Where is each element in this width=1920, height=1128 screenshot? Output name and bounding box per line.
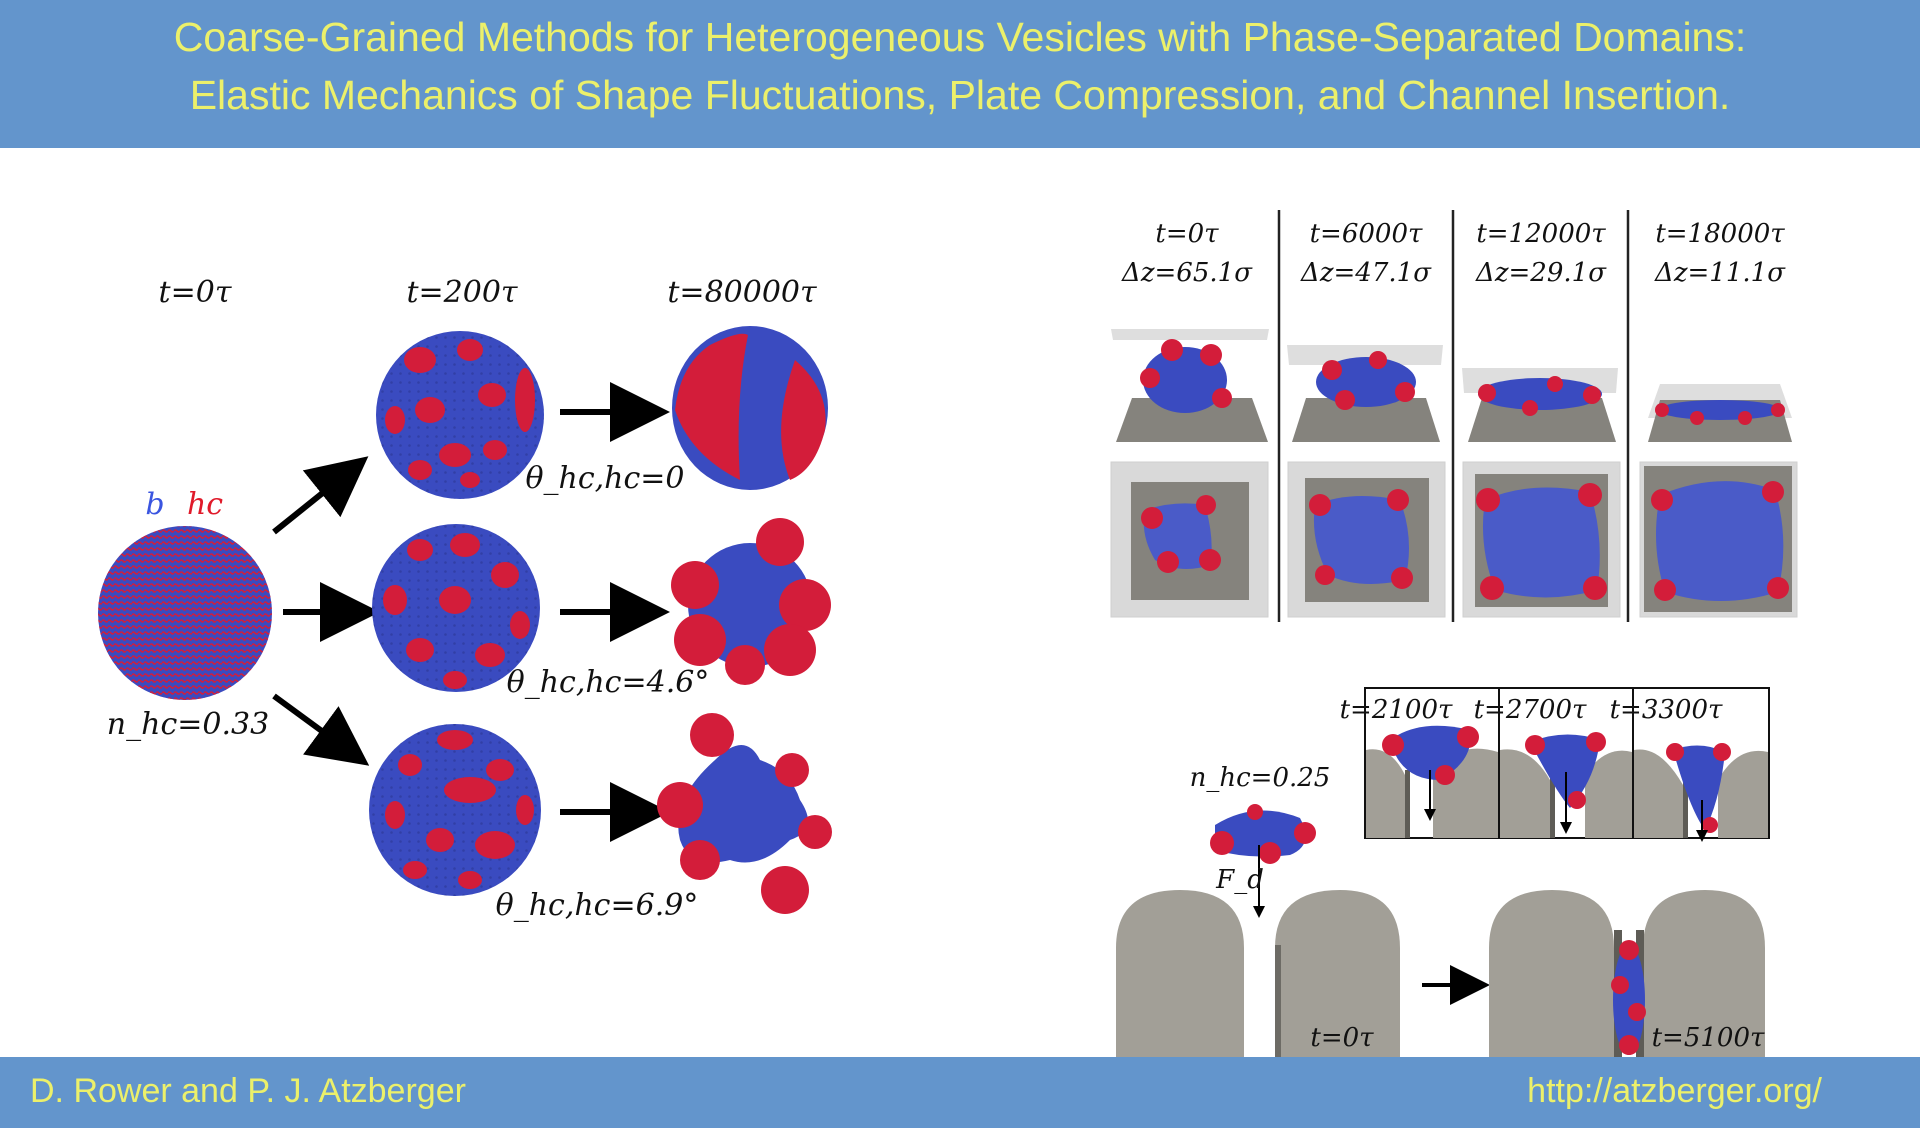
footer-authors: D. Rower and P. J. Atzberger (30, 1072, 466, 1110)
arrow-branch-down (272, 693, 370, 766)
channel-start-time: t=0τ (1310, 1023, 1374, 1053)
legend-hc-label: hc (187, 487, 223, 522)
initial-vesicle (98, 526, 272, 700)
title-line-1: Coarse-Grained Methods for Heterogeneous… (173, 14, 1747, 60)
compression-time-2: t=12000τ (1476, 219, 1606, 249)
compression-dz-1: Δz=47.1σ (1300, 258, 1432, 288)
theta-label-row1: θ_hc,hc=0 (525, 461, 684, 496)
title-line-2: Elastic Mechanics of Shape Fluctuations,… (189, 72, 1731, 118)
arrow-branch-up (272, 456, 369, 535)
inset-time-1: t=2700τ (1474, 695, 1587, 725)
channel-inset-panel (1364, 687, 1770, 842)
vesicle-row1-mid (376, 331, 544, 499)
compression-dz-0: Δz=65.1σ (1121, 258, 1253, 288)
compression-panel: t=0τ Δz=65.1σ t=6000τ Δz=47.1σ t=12000τ … (1110, 210, 1798, 622)
inset-time-2: t=3300τ (1610, 695, 1723, 725)
channel-main-scene (1116, 804, 1765, 1057)
time-label-mid: t=200τ (406, 275, 517, 310)
force-label: F_d (1215, 865, 1264, 895)
channel-end-time: t=5100τ (1652, 1023, 1765, 1053)
compression-time-0: t=0τ (1155, 219, 1219, 249)
time-label-initial: t=0τ (159, 275, 232, 310)
compression-dz-2: Δz=29.1σ (1475, 258, 1607, 288)
vesicle-row3-mid (369, 724, 541, 896)
footer-banner (0, 1057, 1920, 1128)
vesicle-row2-mid (372, 524, 540, 692)
compression-time-1: t=6000τ (1310, 219, 1423, 249)
theta-label-row3: θ_hc,hc=6.9° (496, 888, 699, 923)
theta-label-row2: θ_hc,hc=4.6° (507, 665, 710, 700)
inset-time-0: t=2100τ (1340, 695, 1453, 725)
time-label-final: t=80000τ (667, 275, 817, 310)
title-banner (0, 0, 1920, 148)
vesicle-row1-final (672, 326, 828, 490)
n-hc-label-channel: n_hc=0.25 (1190, 763, 1331, 793)
n-hc-label-left: n_hc=0.33 (107, 707, 269, 742)
compression-dz-3: Δz=11.1σ (1654, 258, 1786, 288)
legend-b-label: b (145, 487, 164, 522)
compression-time-3: t=18000τ (1655, 219, 1785, 249)
footer-url-link[interactable]: http://atzberger.org/ (1527, 1072, 1822, 1110)
vesicle-row2-final (671, 518, 831, 685)
vesicle-row3-final (657, 713, 832, 914)
